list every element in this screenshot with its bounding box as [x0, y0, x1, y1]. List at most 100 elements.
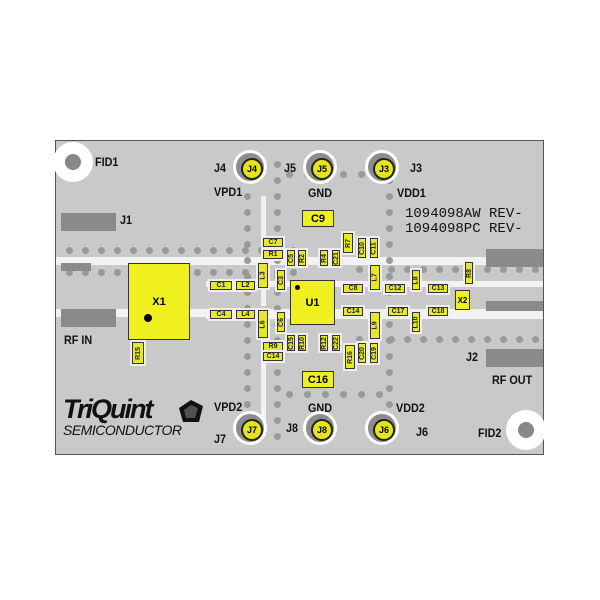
component-c14: C14	[261, 350, 285, 363]
via	[130, 247, 137, 254]
j5-label: J5	[284, 161, 297, 175]
j8-label: J8	[286, 421, 299, 435]
via	[244, 369, 251, 376]
component-label: R12	[320, 336, 328, 350]
connector-pad	[486, 349, 543, 367]
component-label: R7	[344, 238, 352, 248]
component-r10: R10	[296, 333, 308, 353]
via	[210, 247, 217, 254]
component-c5: C5	[285, 248, 297, 268]
component-label: R4	[320, 253, 328, 263]
via	[290, 269, 297, 276]
component-l9: L9	[368, 310, 382, 341]
via	[436, 266, 443, 273]
component-c13: C13	[426, 282, 450, 295]
via	[274, 177, 281, 184]
via	[82, 269, 89, 276]
connector-pad	[486, 301, 543, 311]
connector-j6[interactable]: J6	[365, 411, 399, 445]
via	[386, 209, 393, 216]
fid2-label: FID2	[478, 426, 502, 440]
via	[274, 369, 281, 376]
rf-in-label: RF IN	[64, 333, 93, 347]
via	[304, 391, 311, 398]
component-label: C7	[268, 239, 278, 246]
via	[244, 353, 251, 360]
connector-j8[interactable]: J8	[303, 411, 337, 445]
component-l6: L6	[256, 308, 270, 340]
fid1-label: FID1	[95, 155, 119, 169]
via	[452, 266, 459, 273]
component-c4: C4	[208, 308, 234, 321]
vpd1-label: VPD1	[214, 185, 243, 199]
via	[98, 247, 105, 254]
pentagon-logo-icon	[179, 400, 203, 422]
gnd-top-label: GND	[308, 186, 333, 200]
connector-j5[interactable]: J5	[303, 150, 337, 184]
via	[244, 305, 251, 312]
part-number-1: 1094098AW REV-	[405, 206, 523, 222]
component-label: L2	[241, 282, 250, 289]
via	[532, 266, 539, 273]
component-label: C10	[358, 241, 366, 255]
component-c6: C6	[275, 310, 287, 334]
component-label: C22	[332, 336, 340, 350]
via	[286, 391, 293, 398]
component-label: C17	[391, 308, 405, 315]
connector-j7[interactable]: J7	[233, 411, 267, 445]
via	[244, 289, 251, 296]
via	[420, 336, 427, 343]
via	[178, 247, 185, 254]
via	[210, 269, 217, 276]
component-r16: R16	[343, 343, 357, 371]
component-c3: C3	[275, 268, 287, 292]
component-r9: R9	[261, 340, 285, 353]
via	[274, 417, 281, 424]
component-label: C1	[216, 282, 226, 289]
component-c20: C20	[356, 341, 368, 365]
via	[194, 247, 201, 254]
component-r2: R2	[296, 248, 308, 268]
vdd1-label: VDD1	[397, 186, 426, 200]
component-label: R9	[268, 343, 278, 350]
via	[82, 247, 89, 254]
via	[244, 257, 251, 264]
component-l10: L10	[410, 310, 422, 334]
component-label: L3	[259, 271, 267, 280]
via	[244, 337, 251, 344]
via	[226, 247, 233, 254]
component-r7: R7	[341, 231, 355, 255]
via	[274, 433, 281, 440]
component-l2: L2	[234, 279, 257, 292]
connector-j4[interactable]: J4	[233, 150, 267, 184]
component-c14: C14	[341, 305, 365, 318]
component-l7: L7	[368, 263, 382, 292]
via	[274, 385, 281, 392]
via	[516, 336, 523, 343]
component-label: C11	[370, 241, 378, 255]
x1-balun: X1	[128, 263, 190, 340]
component-l3: L3	[256, 261, 270, 290]
via	[386, 401, 393, 408]
x2-balun: X2	[455, 290, 470, 310]
j1-label: J1	[120, 213, 133, 227]
via	[244, 273, 251, 280]
component-label: L10	[412, 315, 420, 329]
via	[484, 266, 491, 273]
component-label: R8	[465, 268, 473, 278]
component-r8: R8	[463, 260, 475, 286]
component-label: C15	[287, 336, 295, 350]
component-c7: C7	[261, 236, 285, 249]
via	[244, 401, 251, 408]
connector-pad	[61, 213, 116, 231]
vpd2-label: VPD2	[214, 400, 243, 414]
component-label: C13	[431, 285, 445, 292]
part-number-2: 1094098PC REV-	[405, 221, 523, 237]
via	[244, 209, 251, 216]
via	[484, 336, 491, 343]
via	[386, 241, 393, 248]
connector-j3[interactable]: J3	[365, 150, 399, 184]
component-c21: C21	[330, 248, 342, 268]
component-c17: C17	[386, 305, 410, 318]
u1-chip: U1	[290, 280, 335, 325]
